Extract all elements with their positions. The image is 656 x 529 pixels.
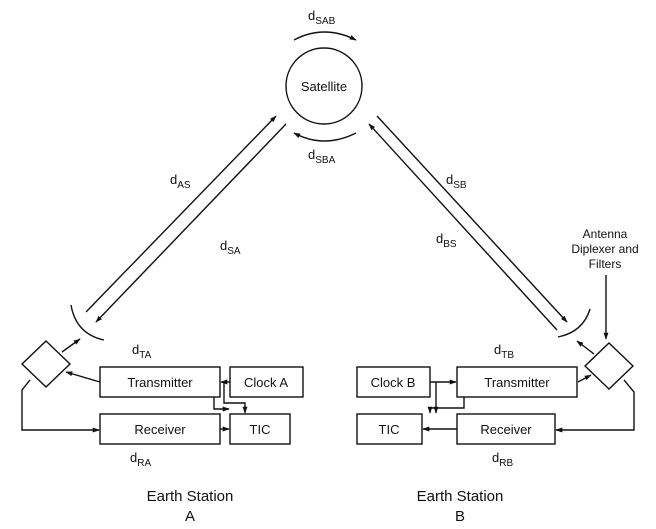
transmitter-b-box [456, 366, 578, 398]
downlink-a-arrow [95, 123, 287, 323]
delay-label-d-sba: dSBA [308, 147, 336, 166]
tic-a-label: TIC [250, 422, 271, 437]
delay-label-d-sab: dSAB [308, 8, 336, 27]
downlink-b-arrow [376, 115, 568, 323]
transmitter-a-label: Transmitter [127, 375, 193, 390]
antenna-note-line3: Filters [589, 257, 622, 271]
receiver-b-box [456, 413, 556, 445]
clock-b-box [356, 366, 431, 398]
delay-label-d-bs: dBS [436, 231, 457, 250]
satellite-label: Satellite [301, 79, 347, 94]
receiver-a-label: Receiver [134, 422, 186, 437]
delay-label-d-sb: dSB [446, 172, 467, 191]
antenna-dish-b [557, 308, 591, 338]
sab-curve-arrow [293, 31, 357, 41]
delay-label-d-ra: dRA [130, 450, 151, 469]
diplexer-a-to-dish-arrow [61, 338, 81, 353]
transmitter-b-to-diplexer-arrow [577, 374, 592, 383]
antenna-note-line2: Diplexer and [571, 242, 638, 256]
station-a-label-line2: A [185, 508, 195, 525]
transmitter-a-to-diplexer-arrow [65, 371, 101, 383]
clock-a-to-tic-arrow [223, 382, 248, 414]
transmitter-a-box [99, 366, 221, 398]
clock-a-to-tic-arrow-2 [213, 397, 230, 412]
delay-label-d-ta: dTA [132, 342, 152, 361]
diplexer-b [583, 342, 635, 390]
delay-label-d-tb: dTB [494, 342, 514, 361]
station-b-label-line1: Earth Station [417, 488, 504, 505]
sba-curve-arrow [293, 132, 357, 142]
delay-label-d-as: dAS [170, 172, 191, 191]
diplexer-a-to-receiver-arrow [21, 379, 100, 433]
transmitter-b-label: Transmitter [484, 375, 550, 390]
delay-label-d-rb: dRB [492, 450, 513, 469]
diplexer-b-to-receiver-arrow [555, 379, 635, 433]
diplexer-a [20, 340, 72, 388]
tic-a-box [229, 413, 291, 445]
clock-b-label: Clock B [371, 375, 416, 390]
antenna-note-line1: Antenna [583, 227, 628, 241]
receiver-b-label: Receiver [480, 422, 532, 437]
antenna-dish-a [70, 304, 105, 341]
clock-a-label: Clock A [244, 375, 288, 390]
uplink-b-arrow [368, 123, 558, 331]
station-b-label-line2: B [455, 508, 465, 525]
transmitter-b-to-tic-arrow [427, 397, 465, 414]
diplexer-b-to-dish-arrow [576, 340, 595, 355]
satellite-circle [285, 47, 363, 125]
tic-b-label: TIC [379, 422, 400, 437]
station-a-label-line1: Earth Station [147, 488, 234, 505]
tic-b-box [356, 413, 423, 445]
uplink-a-arrow [85, 115, 277, 313]
receiver-a-box [99, 413, 221, 445]
delay-label-d-sa: dSA [220, 238, 241, 257]
